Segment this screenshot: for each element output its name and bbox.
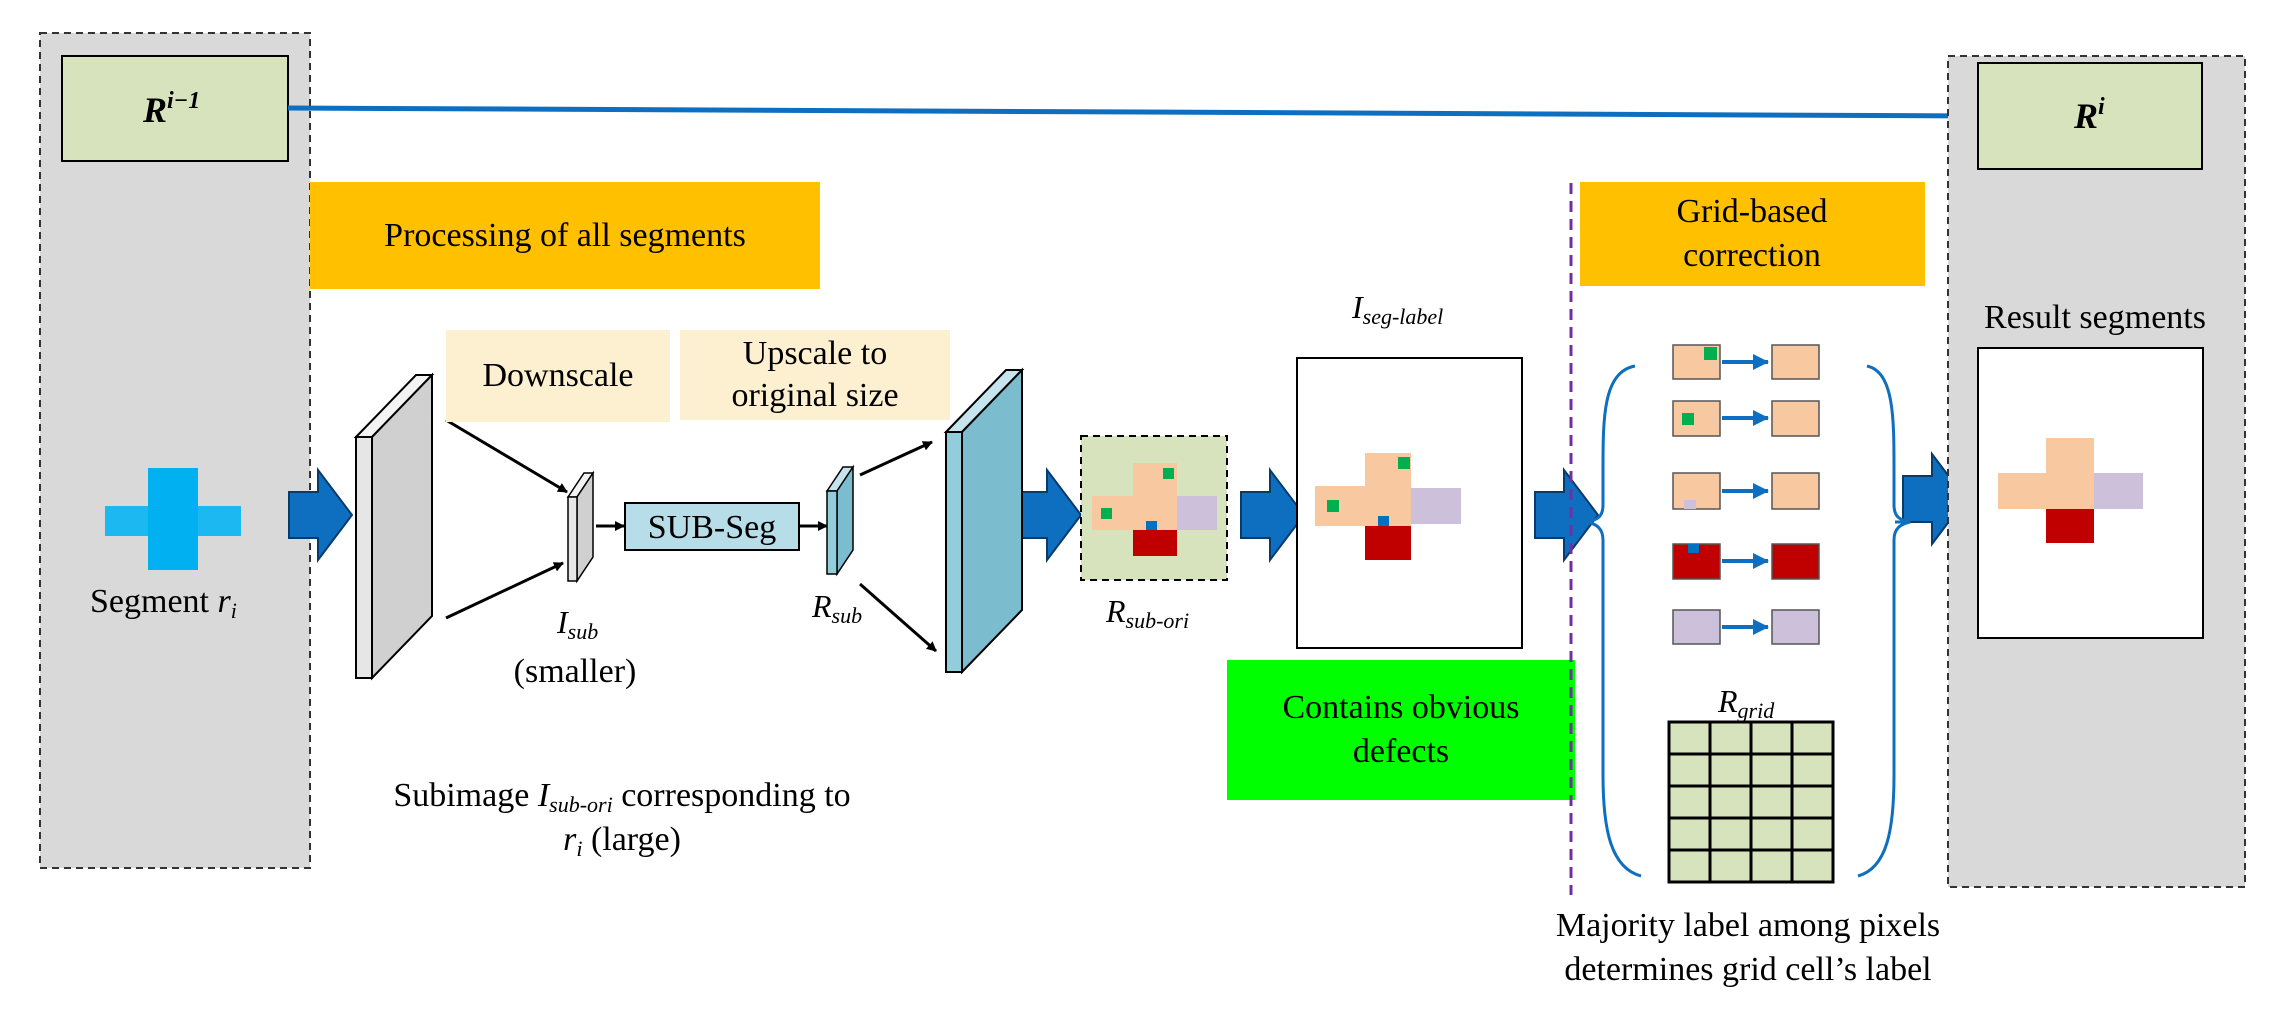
correction-braces bbox=[1586, 364, 1911, 878]
rsub-label: Rsub bbox=[811, 588, 862, 628]
r-prev-box bbox=[61, 55, 289, 162]
segment-label: Segment ri bbox=[90, 583, 237, 623]
grid-correction-text-1: Grid-based bbox=[1676, 193, 1827, 230]
defects-text-1: Contains obvious bbox=[1282, 689, 1519, 726]
upscale-arrow-bottom bbox=[859, 582, 937, 653]
upscale-arrow-top bbox=[859, 440, 933, 477]
upscale-text-1: Upscale to bbox=[743, 335, 887, 372]
r-next-box bbox=[1977, 62, 2203, 170]
correction-row-4 bbox=[1672, 543, 1820, 580]
subimage-caption-1: Subimage Isub-ori corresponding to bbox=[393, 777, 850, 817]
subimage-slab bbox=[353, 372, 435, 681]
defects-banner bbox=[1227, 660, 1575, 800]
downscale-note bbox=[446, 330, 670, 422]
rsubori-tile bbox=[1080, 435, 1228, 581]
isub-caption: (smaller) bbox=[514, 653, 637, 690]
iseglabel-frame bbox=[1296, 357, 1523, 649]
block-arrow-1 bbox=[288, 467, 354, 563]
correction-row-5 bbox=[1672, 609, 1820, 645]
result-segments-shape bbox=[1998, 438, 2143, 543]
subimage-caption-2: ri (large) bbox=[563, 821, 681, 861]
upscale-note bbox=[680, 330, 950, 420]
isub-slab bbox=[566, 470, 595, 584]
rsub-slab bbox=[825, 464, 855, 577]
segment-cross-shape bbox=[105, 468, 241, 570]
r-next-label: Ri bbox=[2073, 94, 2105, 136]
rgrid-label: Rgrid bbox=[1717, 683, 1775, 723]
block-arrows bbox=[288, 451, 1968, 563]
carry-over-arrow bbox=[287, 101, 1977, 130]
correction-row-1 bbox=[1672, 344, 1820, 380]
footer-text-1: Majority label among pixels bbox=[1556, 907, 1940, 944]
grid-correction-banner bbox=[1580, 182, 1925, 286]
subseg-text: SUB-Seg bbox=[648, 509, 776, 546]
grid-correction-text-2: correction bbox=[1683, 237, 1821, 274]
block-arrow-2 bbox=[1017, 467, 1083, 563]
isub-label: Isub bbox=[556, 604, 598, 644]
downscale-text: Downscale bbox=[482, 357, 633, 394]
correction-row-3 bbox=[1672, 472, 1820, 510]
footer-text-2: determines grid cell’s label bbox=[1564, 951, 1931, 988]
rgrid-table bbox=[1667, 720, 1835, 884]
downscale-arrow-bottom bbox=[445, 561, 564, 620]
upscale-text-2: original size bbox=[731, 377, 898, 414]
right-panel: Ri Result segments bbox=[1947, 55, 2246, 888]
left-panel: Ri−1 Segment ri bbox=[39, 32, 311, 869]
result-segments-title: Result segments bbox=[1984, 299, 2206, 336]
defects-text-2: defects bbox=[1353, 733, 1449, 770]
rsubori-label: Rsub-ori bbox=[1105, 593, 1189, 633]
r-prev-label: Ri−1 bbox=[142, 88, 200, 130]
correction-row-2 bbox=[1672, 400, 1820, 437]
iseglabel-label: Iseg-label bbox=[1351, 289, 1443, 329]
downscale-arrow-top bbox=[445, 418, 568, 494]
processing-banner-text: Processing of all segments bbox=[384, 217, 746, 254]
block-arrow-3 bbox=[1240, 467, 1306, 563]
subseg-box bbox=[624, 502, 800, 551]
processing-banner bbox=[310, 182, 820, 289]
upscaled-slab bbox=[943, 367, 1025, 675]
block-arrow-4 bbox=[1534, 467, 1600, 563]
